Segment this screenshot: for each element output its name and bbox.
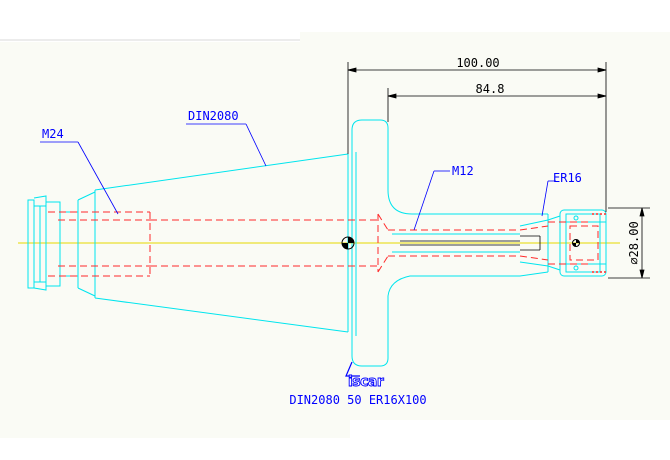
- leader-m12: [413, 170, 450, 231]
- center-marker-right: [572, 239, 580, 247]
- clamp-screw: [400, 235, 541, 251]
- dimension-overall-length: 100.00: [456, 56, 499, 70]
- callout-m24: M24: [42, 127, 64, 141]
- sheet-panel: [0, 32, 670, 438]
- dimension-outer-diameter: ⌀28.00: [627, 221, 641, 264]
- callout-er16: ER16: [553, 171, 582, 185]
- callout-m12: M12: [452, 164, 474, 178]
- center-marker-left: [341, 236, 355, 250]
- tool-outline: [27, 119, 607, 367]
- part-designation: DIN2080 50 ER16X100: [289, 393, 426, 407]
- leader-m24: [40, 141, 119, 215]
- leader-er16: [541, 180, 556, 217]
- dimension-100: [347, 62, 607, 212]
- svg-text:iscar: iscar: [348, 374, 384, 390]
- hidden-lines: [48, 211, 599, 277]
- dimension-shank-length: 84.8: [476, 82, 505, 96]
- iscar-logo: iscar: [345, 361, 385, 390]
- callout-din2080: DIN2080: [188, 109, 239, 123]
- dimension-diameter: [608, 207, 650, 279]
- dimension-84-8: [387, 88, 607, 122]
- leader-din2080: [186, 123, 267, 167]
